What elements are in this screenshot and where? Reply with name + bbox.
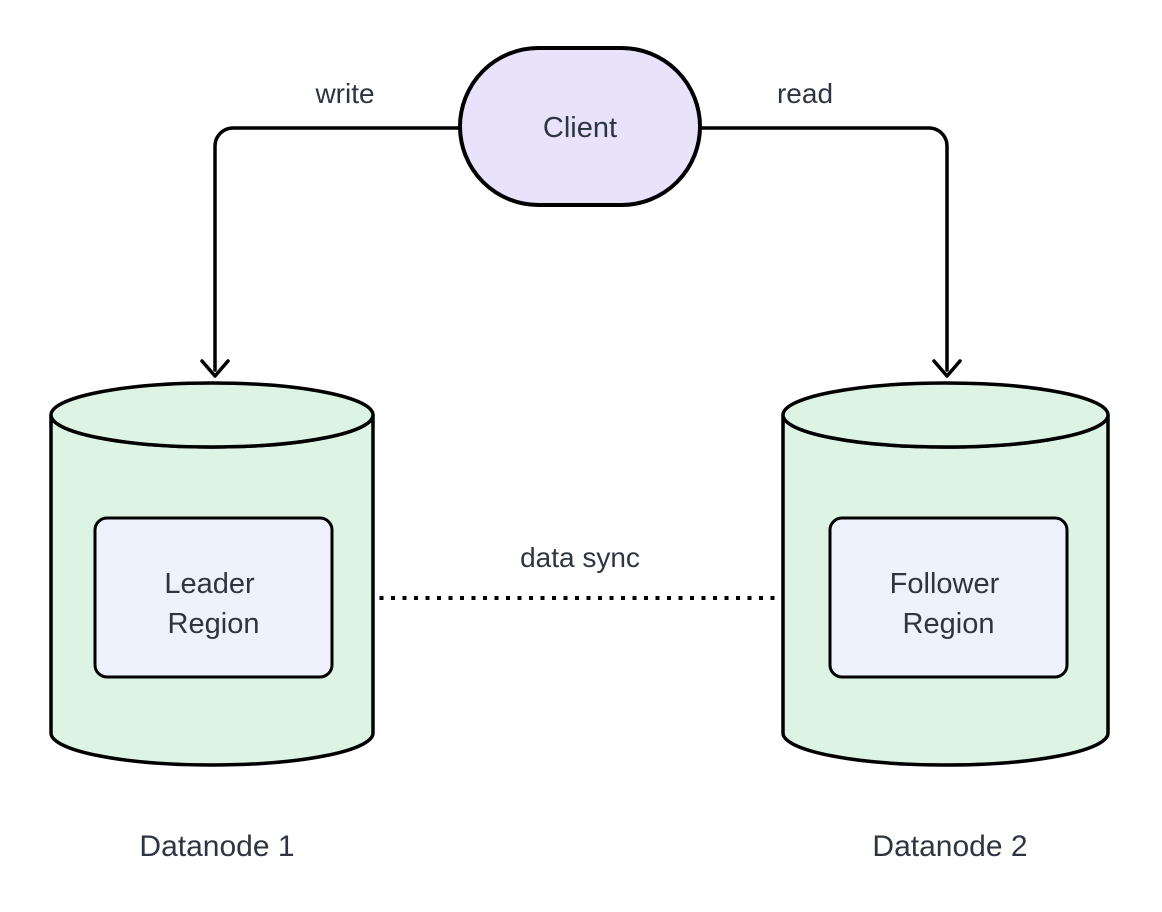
datanode2-label: Datanode 2 <box>872 830 1027 863</box>
read-arrowhead-icon <box>932 359 962 378</box>
leader-region-label-line1: Leader <box>164 568 255 600</box>
client-shape <box>458 46 702 207</box>
follower-region-box <box>828 516 1069 679</box>
datanode2-cylinder-top <box>781 381 1110 449</box>
datanode1-label: Datanode 1 <box>139 830 294 863</box>
write-label: write <box>314 78 374 109</box>
data-sync-arrow: data sync <box>345 542 825 612</box>
client-label: Client <box>543 112 617 144</box>
write-arrowhead-icon <box>200 359 230 378</box>
follower-region-label: Follower Region <box>890 568 1008 640</box>
data-sync-label: data sync <box>520 542 640 573</box>
leader-region-label-line2: Region <box>168 608 260 640</box>
follower-region-label-line2: Region <box>903 608 995 640</box>
datanode1-cylinder-top <box>49 381 375 449</box>
client-node: Client <box>458 46 702 207</box>
read-arrow: read <box>700 78 962 378</box>
datanode2-node: Follower Region Datanode 2 <box>781 381 1110 863</box>
read-label: read <box>777 78 833 109</box>
write-arrow: write <box>200 78 460 378</box>
datanode1-node: Leader Region Datanode 1 <box>49 381 375 863</box>
write-arrow-line <box>213 126 460 372</box>
leader-region-box <box>93 516 334 679</box>
leader-region-label: Leader Region <box>164 568 262 640</box>
read-arrow-line <box>700 126 949 372</box>
follower-region-label-line1: Follower <box>890 568 1000 600</box>
